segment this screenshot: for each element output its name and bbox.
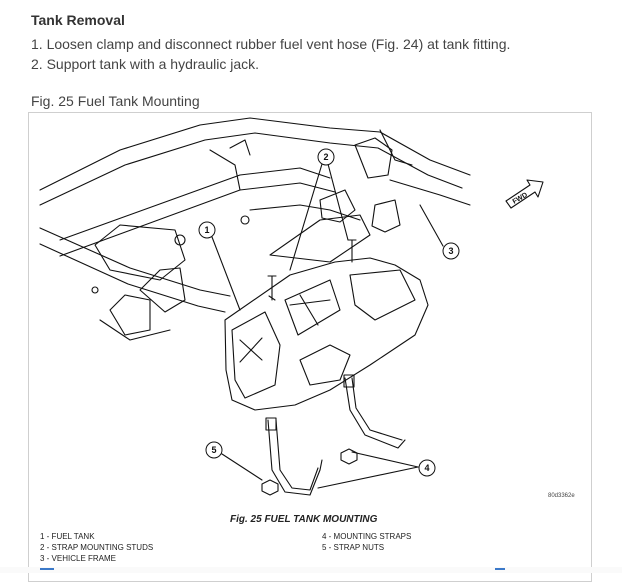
figure-frame <box>28 112 592 582</box>
fwd-arrow <box>505 179 544 209</box>
callout-3: 3 <box>448 246 453 256</box>
figure-caption: Fig. 25 Fuel Tank Mounting <box>31 93 200 109</box>
drawing-code: 80d3362e <box>548 493 575 499</box>
legend-left: 1 - FUEL TANK 2 - STRAP MOUNTING STUDS 3… <box>40 531 153 564</box>
vehicle-frame <box>39 117 471 341</box>
callout-4: 4 <box>424 463 429 473</box>
legend-item: 2 - STRAP MOUNTING STUDS <box>40 543 154 552</box>
leader-lines <box>211 163 444 489</box>
fuel-tank <box>224 257 429 411</box>
step-item: 1. Loosen clamp and disconnect rubber fu… <box>31 36 511 52</box>
accent-mark <box>495 568 505 570</box>
step-item: 2. Support tank with a hydraulic jack. <box>31 56 260 72</box>
figure-title: Fig. 25 FUEL TANK MOUNTING <box>230 514 378 525</box>
callout-circles <box>198 148 460 477</box>
legend-item: 3 - VEHICLE FRAME <box>40 554 117 563</box>
bottom-scroll-bar[interactable] <box>0 567 622 573</box>
legend-item: 1 - FUEL TANK <box>40 532 95 541</box>
step-list: 1. Loosen clamp and disconnect rubber fu… <box>31 34 510 74</box>
fwd-label: FWD <box>512 192 529 206</box>
callout-5: 5 <box>211 445 216 455</box>
callout-2: 2 <box>323 152 328 162</box>
callout-1: 1 <box>204 225 209 235</box>
strap-nuts <box>261 448 358 496</box>
accent-mark <box>40 568 54 570</box>
legend-item: 5 - STRAP NUTS <box>322 543 385 552</box>
strap-mounting-studs <box>267 239 357 301</box>
mounting-straps <box>265 374 406 496</box>
legend-item: 4 - MOUNTING STRAPS <box>322 532 412 541</box>
legend-right: 4 - MOUNTING STRAPS 5 - STRAP NUTS <box>322 531 411 553</box>
section-title: Tank Removal <box>31 12 125 28</box>
